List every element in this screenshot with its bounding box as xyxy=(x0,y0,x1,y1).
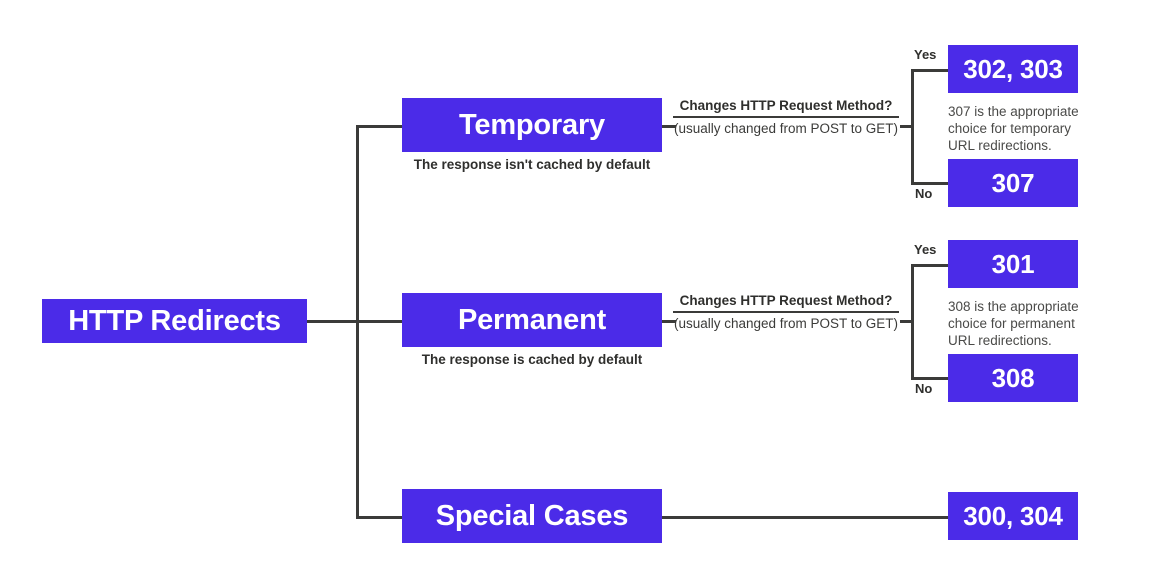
connector-special-cases-to-result xyxy=(662,516,950,519)
connector-permanent-split-vertical xyxy=(911,264,914,380)
node-temporary-label: Temporary xyxy=(459,108,605,141)
node-special-cases-result-label: 300, 304 xyxy=(963,500,1063,531)
connector-permanent-yes xyxy=(911,264,951,267)
connector-root-to-trunk xyxy=(307,320,359,323)
node-temporary[interactable]: Temporary xyxy=(402,98,662,152)
node-special-cases-label: Special Cases xyxy=(435,499,629,532)
decision-permanent-question: Changes HTTP Request Method? xyxy=(673,293,899,313)
note-permanent: 308 is the appropriate choice for perman… xyxy=(948,299,1079,348)
caption-temporary: The response isn't cached by default xyxy=(413,157,651,172)
node-temporary-no-result[interactable]: 307 xyxy=(948,159,1078,207)
connector-temporary-decision-to-split xyxy=(900,125,914,128)
node-temporary-no-result-label: 307 xyxy=(991,167,1035,198)
connector-trunk-to-permanent xyxy=(356,320,404,323)
edge-label-temporary-yes: Yes xyxy=(914,47,937,62)
connector-trunk-to-temporary xyxy=(356,125,404,128)
connector-permanent-no xyxy=(911,377,951,380)
connector-permanent-to-decision xyxy=(662,320,676,323)
node-http-redirects[interactable]: HTTP Redirects xyxy=(42,299,307,343)
node-http-redirects-label: HTTP Redirects xyxy=(68,304,281,337)
note-temporary: 307 is the appropriate choice for tempor… xyxy=(948,104,1079,153)
node-special-cases-result[interactable]: 300, 304 xyxy=(948,492,1078,540)
decision-temporary-question: Changes HTTP Request Method? xyxy=(673,98,899,118)
edge-label-permanent-yes: Yes xyxy=(914,242,937,257)
connector-temporary-yes xyxy=(911,69,951,72)
decision-permanent-subtext: (usually changed from POST to GET) xyxy=(673,316,899,331)
caption-permanent: The response is cached by default xyxy=(421,352,643,367)
connector-permanent-decision-to-split xyxy=(900,320,914,323)
node-temporary-yes-result-label: 302, 303 xyxy=(963,53,1063,84)
connector-temporary-split-vertical xyxy=(911,69,914,185)
node-permanent-yes-result-label: 301 xyxy=(991,248,1035,279)
node-permanent[interactable]: Permanent xyxy=(402,293,662,347)
node-permanent-no-result-label: 308 xyxy=(991,362,1035,393)
connector-temporary-to-decision xyxy=(662,125,676,128)
connector-temporary-no xyxy=(911,182,951,185)
node-permanent-yes-result[interactable]: 301 xyxy=(948,240,1078,288)
edge-label-temporary-no: No xyxy=(915,186,933,201)
decision-permanent: Changes HTTP Request Method? (usually ch… xyxy=(673,293,899,331)
decision-temporary: Changes HTTP Request Method? (usually ch… xyxy=(673,98,899,136)
node-temporary-yes-result[interactable]: 302, 303 xyxy=(948,45,1078,93)
node-permanent-no-result[interactable]: 308 xyxy=(948,354,1078,402)
node-permanent-label: Permanent xyxy=(457,303,607,336)
connector-trunk-to-special-cases xyxy=(356,516,404,519)
edge-label-permanent-no: No xyxy=(915,381,933,396)
decision-temporary-subtext: (usually changed from POST to GET) xyxy=(673,121,899,136)
node-special-cases[interactable]: Special Cases xyxy=(402,489,662,543)
